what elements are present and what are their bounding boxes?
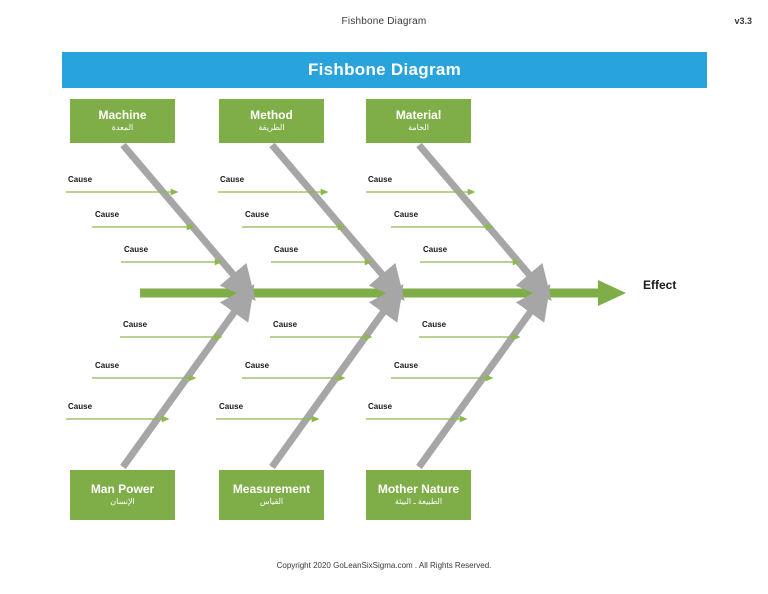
category-label-machine-en: Machine [98,108,147,123]
bone-mother-nature [416,284,551,470]
category-label-mother-nature-ar: الطبيعة ـ البيئة [394,497,443,507]
banner-title: Fishbone Diagram [307,60,462,79]
category-label-material-en: Material [395,108,442,123]
cause-label[interactable]: Cause [394,361,419,370]
cause-label[interactable]: Cause [95,210,120,219]
cause-label[interactable]: Cause [219,402,244,411]
cause-arrows-material [366,188,521,266]
category-box-mother-nature[interactable]: Mother Nature الطبيعة ـ البيئة [366,470,471,520]
cause-label[interactable]: Cause [245,210,270,219]
category-box-man-power[interactable]: Man Power الإنسان [70,470,175,520]
spine-group [140,280,626,306]
banner: Fishbone Diagram [62,52,707,88]
category-label-measurement-ar: القياس [259,497,284,507]
category-box-machine[interactable]: Machine المعدة [70,99,175,143]
category-label-method-en: Method [250,108,293,123]
cause-label[interactable]: Cause [245,361,270,370]
cause-arrows-method [218,188,373,266]
cause-arrows-machine [66,188,223,266]
cause-label[interactable]: Cause [68,402,93,411]
footer-copyright: Copyright 2020 GoLeanSixSigma.com . All … [276,561,492,570]
cause-arrows-measurement [216,333,373,423]
document-version: v3.3 [734,16,752,26]
cause-label[interactable]: Cause [423,245,448,254]
spine-arrowhead [598,280,626,306]
bone-man-power [120,284,255,470]
category-label-material-ar: الخامة [408,123,429,133]
cause-arrows-man-power [66,333,223,423]
category-label-machine-ar: المعدة [111,123,134,133]
bone-machine [120,142,256,301]
cause-label[interactable]: Cause [124,245,149,254]
document-header: Fishbone Diagram v3.3 [0,16,768,32]
bone-material [416,142,552,301]
category-label-method-ar: الطريقة [258,123,285,133]
category-label-mother-nature-en: Mother Nature [377,482,460,497]
category-box-material[interactable]: Material الخامة [366,99,471,143]
category-box-method[interactable]: Method الطريقة [219,99,324,143]
cause-label[interactable]: Cause [123,320,148,329]
category-label-measurement-en: Measurement [232,482,311,497]
category-label-man-power-en: Man Power [90,482,155,497]
effect-label: Effect [643,278,677,292]
bone-method [269,142,405,301]
cause-label[interactable]: Cause [368,402,393,411]
cause-label[interactable]: Cause [68,175,93,184]
bone-measurement [269,284,404,470]
cause-label[interactable]: Cause [368,175,393,184]
cause-label[interactable]: Cause [394,210,419,219]
cause-label[interactable]: Cause [273,320,298,329]
category-label-man-power-ar: الإنسان [110,497,135,507]
cause-label[interactable]: Cause [274,245,299,254]
document-title: Fishbone Diagram [341,16,427,27]
cause-arrows-mother-nature [366,333,521,423]
category-box-measurement[interactable]: Measurement القياس [219,470,324,520]
cause-label[interactable]: Cause [95,361,120,370]
cause-label[interactable]: Cause [220,175,245,184]
cause-label[interactable]: Cause [422,320,447,329]
